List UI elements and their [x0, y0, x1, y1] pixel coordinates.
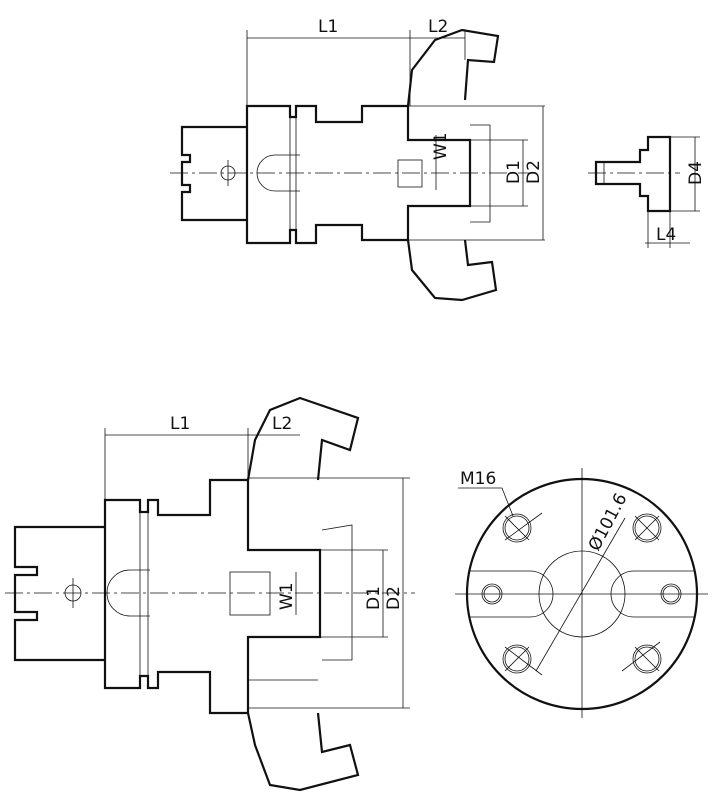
top-l1-label: L1 — [318, 17, 338, 37]
thread-size-label: M16 — [460, 469, 496, 489]
top-w1-label: W1 — [431, 132, 451, 160]
clamping-screw: D4 L4 — [588, 135, 706, 248]
bottom-w1-label: W1 — [277, 582, 297, 610]
top-l2-label: L2 — [428, 17, 448, 37]
threaded-holes — [502, 512, 662, 676]
bottom-tool-holder: L1 L2 D1 D2 W1 — [5, 396, 415, 792]
flange-face-view: M16 Ø101.6 — [455, 468, 708, 718]
bottom-d2-label: D2 — [384, 586, 404, 610]
bottom-l2-label: L2 — [272, 414, 292, 434]
bottom-l1-label: L1 — [170, 414, 190, 434]
bottom-d1-label: D1 — [364, 586, 384, 610]
top-d1-label: D1 — [504, 160, 524, 184]
top-d2-label: D2 — [524, 160, 544, 184]
screw-d4-label: D4 — [686, 161, 706, 185]
bolt-circle-diameter-label: Ø101.6 — [585, 490, 632, 554]
screw-l4-label: L4 — [656, 225, 676, 245]
top-tool-holder: L1 L2 D1 D2 W1 — [170, 17, 545, 302]
